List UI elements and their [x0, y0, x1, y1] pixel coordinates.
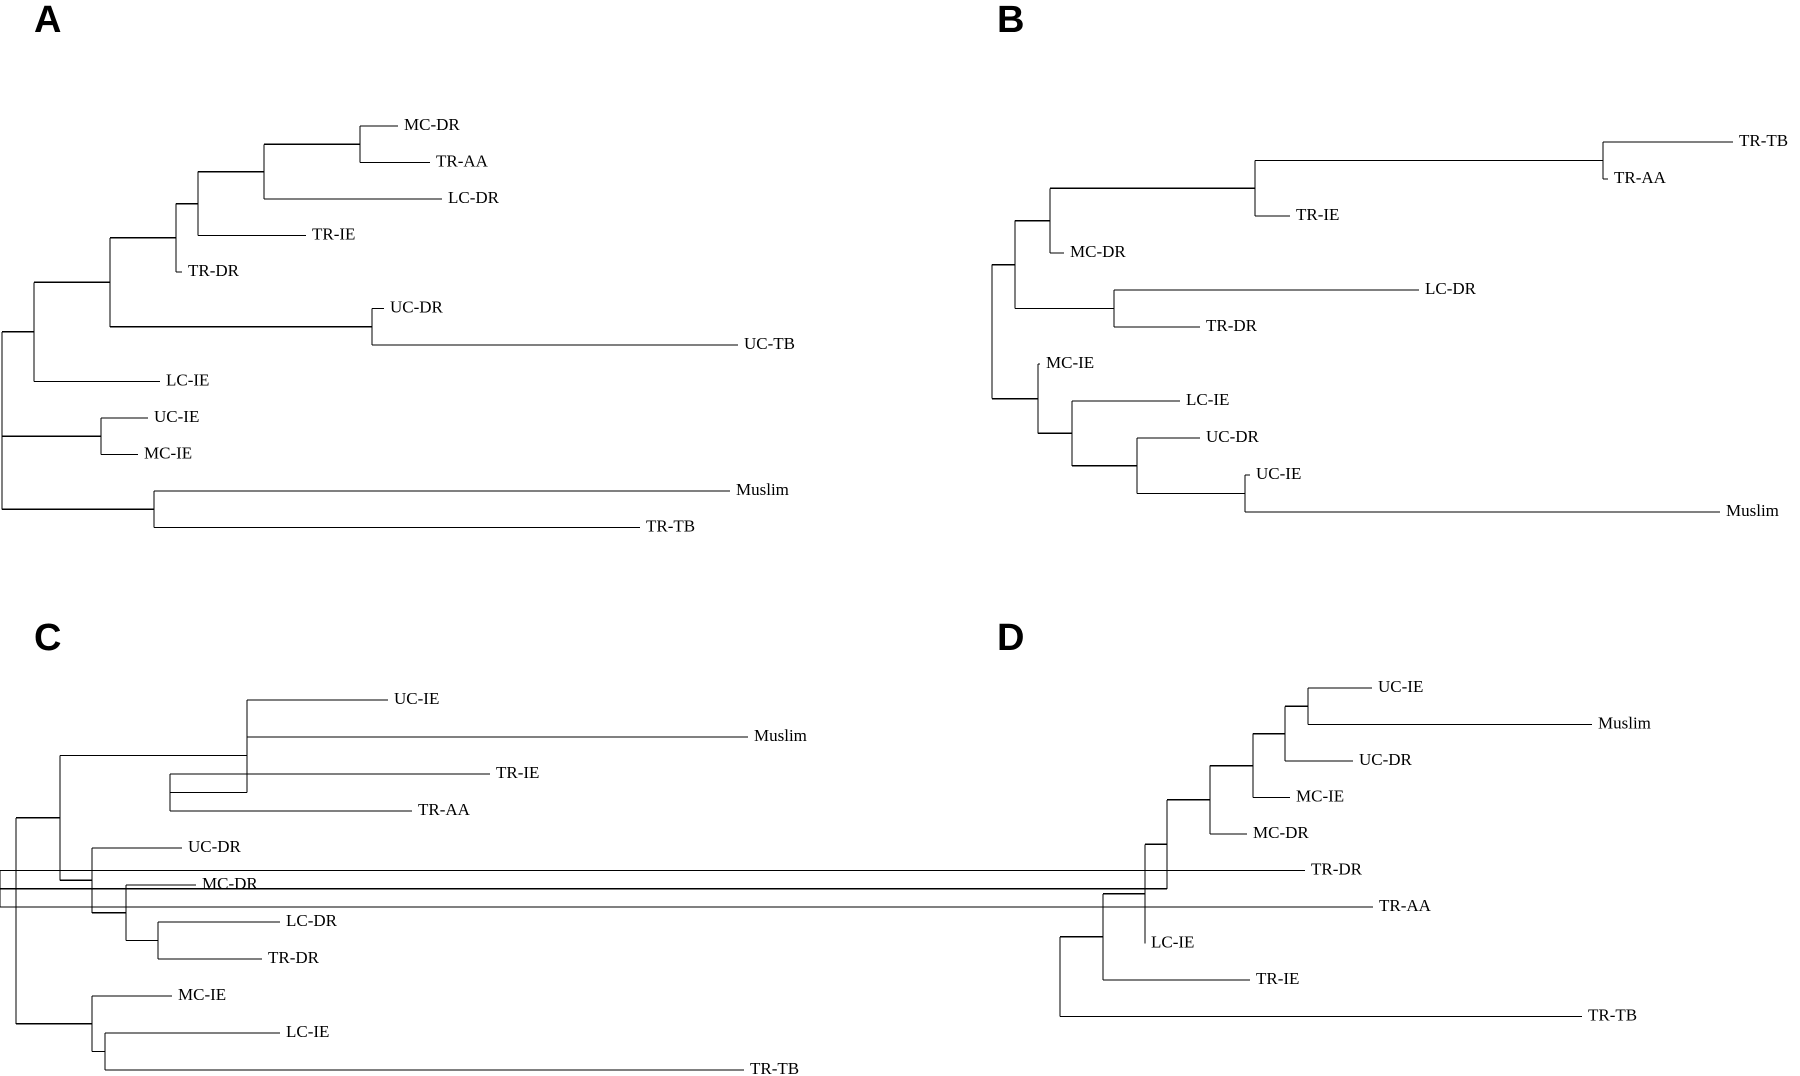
leaf-label-lc-dr: LC-DR: [1425, 279, 1477, 298]
leaf-label-tr-tb: TR-TB: [646, 516, 695, 535]
leaf-label-tr-dr: TR-DR: [268, 948, 320, 967]
tree-d: UC-IEMuslimUC-DRMC-IEMC-DRTR-DRTR-AALC-I…: [0, 677, 1651, 1024]
leaf-label-uc-ie: UC-IE: [1256, 464, 1301, 483]
leaf-label-mc-dr: MC-DR: [202, 874, 258, 893]
leaf-label-mc-ie: MC-IE: [1046, 353, 1094, 372]
leaf-label-tr-aa: TR-AA: [1614, 168, 1667, 187]
leaf-label-mc-dr: MC-DR: [1070, 242, 1126, 261]
leaf-label-lc-ie: LC-IE: [166, 370, 209, 389]
panel-d: D UC-IEMuslimUC-DRMC-IEMC-DRTR-DRTR-AALC…: [0, 617, 1651, 1024]
leaf-label-tr-ie: TR-IE: [496, 763, 539, 782]
panel-label-d: D: [997, 617, 1024, 659]
leaf-label-tr-tb: TR-TB: [1588, 1005, 1637, 1024]
leaf-label-uc-tb: UC-TB: [744, 334, 795, 353]
leaf-label-lc-ie: LC-IE: [1186, 390, 1229, 409]
leaf-label-tr-ie: TR-IE: [312, 224, 355, 243]
leaf-label-mc-ie: MC-IE: [178, 985, 226, 1004]
leaf-label-uc-dr: UC-DR: [188, 837, 242, 856]
leaf-label-lc-ie: LC-IE: [1151, 932, 1194, 951]
leaf-label-mc-dr: MC-DR: [404, 115, 460, 134]
leaf-label-muslim: Muslim: [1598, 713, 1651, 732]
leaf-label-tr-aa: TR-AA: [418, 800, 471, 819]
leaf-label-tr-aa: TR-AA: [436, 151, 489, 170]
leaf-label-muslim: Muslim: [736, 480, 789, 499]
tree-a: MC-DR TR-AA LC-DR TR-IE TR-DR UC-DR UC-TB LC-IE…: [1, 115, 795, 535]
leaf-label-mc-ie: MC-IE: [1296, 786, 1344, 805]
leaf-label-uc-ie: UC-IE: [154, 407, 199, 426]
leaf-label-muslim: Muslim: [754, 726, 807, 745]
panel-label-c: C: [34, 617, 61, 659]
leaf-label-muslim: Muslim: [1726, 501, 1779, 520]
leaf-label-tr-tb: TR-TB: [750, 1059, 799, 1076]
leaf-label-tr-ie: TR-IE: [1256, 969, 1299, 988]
leaf-label-tr-aa: TR-AA: [1379, 896, 1432, 915]
panel-label-a: A: [34, 0, 61, 41]
panel-b: B TR-TB TR-AA TR-IE MC-DR LC-DR TR-DR MC-IE LC-…: [991, 0, 1788, 520]
tree-b: TR-TB TR-AA TR-IE MC-DR LC-DR TR-DR MC-IE LC-IE…: [991, 131, 1788, 520]
leaf-label-uc-ie: UC-IE: [1378, 677, 1423, 696]
panel-a: A MC-DR TR-AA LC-DR TR-IE TR-DR UC-DR UC-TB LC-…: [1, 0, 795, 535]
leaf-label-tr-dr: TR-DR: [1311, 859, 1363, 878]
leaf-label-mc-ie: MC-IE: [144, 443, 192, 462]
leaf-label-uc-dr: UC-DR: [1206, 427, 1260, 446]
leaf-label-tr-dr: TR-DR: [1206, 316, 1258, 335]
leaf-label-uc-ie: UC-IE: [394, 689, 439, 708]
leaf-label-mc-dr: MC-DR: [1253, 823, 1309, 842]
leaf-label-lc-dr: LC-DR: [286, 911, 338, 930]
leaf-label-tr-tb: TR-TB: [1739, 131, 1788, 150]
leaf-label-lc-dr: LC-DR: [448, 188, 500, 207]
leaf-label-tr-dr: TR-DR: [188, 261, 240, 280]
leaf-label-uc-dr: UC-DR: [1359, 750, 1413, 769]
leaf-label-lc-ie: LC-IE: [286, 1022, 329, 1041]
leaf-label-uc-dr: UC-DR: [390, 297, 444, 316]
panel-label-b: B: [997, 0, 1024, 41]
leaf-label-tr-ie: TR-IE: [1296, 205, 1339, 224]
